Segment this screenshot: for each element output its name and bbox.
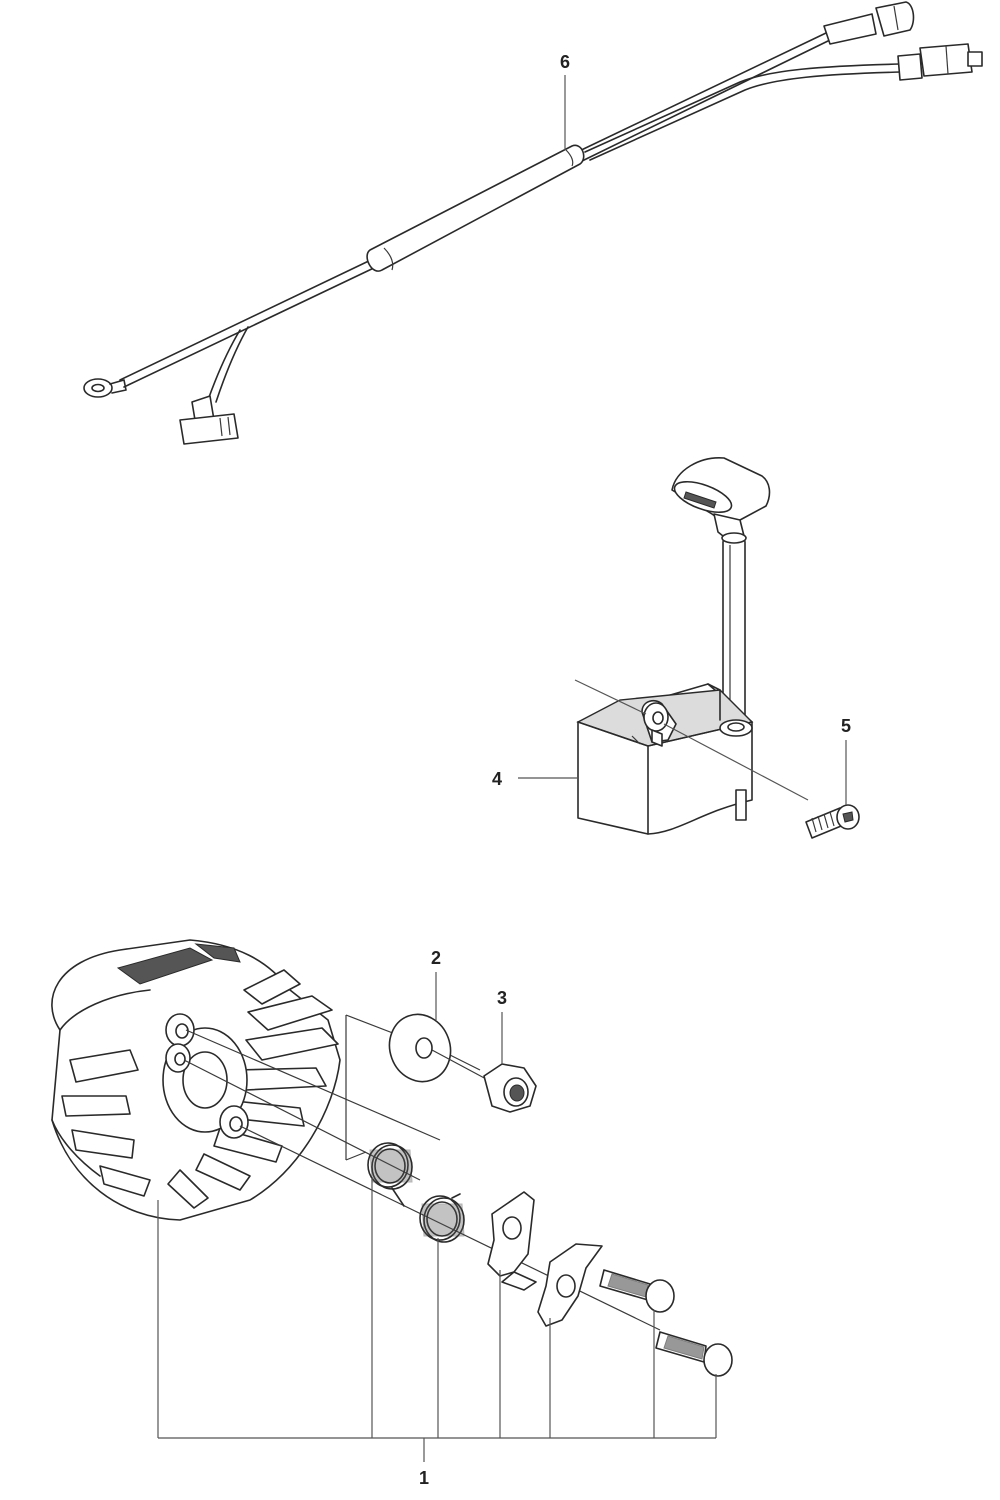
lower-connector-icon	[179, 395, 239, 445]
callout-2: 2	[431, 948, 441, 968]
callout-3: 3	[497, 988, 507, 1008]
flywheel-part[interactable]	[51, 939, 661, 1331]
callout-4: 4	[492, 769, 502, 789]
side-connector-icon	[897, 43, 983, 81]
pawl-icon	[487, 1191, 537, 1291]
pawl-icon-2	[537, 1243, 603, 1327]
ignition-module-part[interactable]	[518, 457, 809, 835]
module-screw-part[interactable]	[805, 740, 860, 839]
pawl-spring-icon-2	[419, 1193, 465, 1243]
washer-part[interactable]	[380, 972, 489, 1090]
callout-6: 6	[560, 52, 570, 72]
callout-1: 1	[419, 1468, 429, 1488]
wiring-harness-part[interactable]	[83, 1, 983, 445]
pawl-spring-icon	[367, 1142, 413, 1207]
shoulder-screw-icon	[599, 1269, 675, 1313]
callout-1-bracket	[157, 1178, 717, 1462]
ring-terminal-icon	[83, 378, 127, 398]
upper-connector-icon	[823, 1, 915, 45]
shoulder-screw-icon-2	[655, 1331, 733, 1377]
nut-part[interactable]	[483, 1012, 537, 1113]
callout-5: 5	[841, 716, 851, 736]
